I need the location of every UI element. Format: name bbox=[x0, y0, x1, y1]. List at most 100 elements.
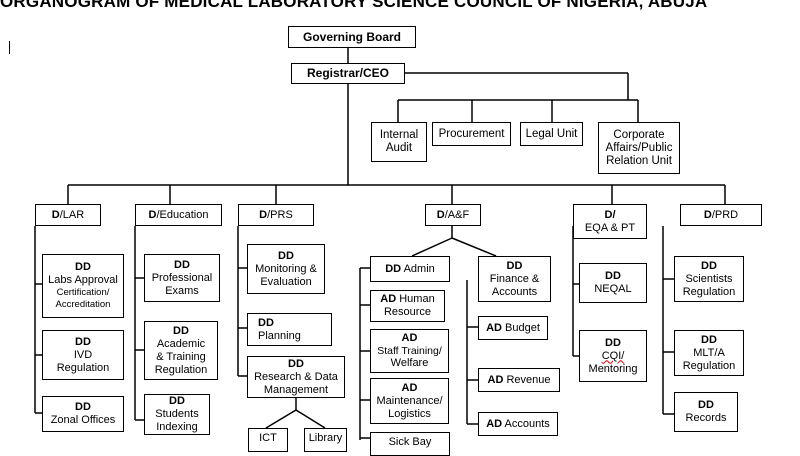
connector bbox=[451, 237, 497, 257]
ad-line: Maintenance/ bbox=[376, 394, 443, 407]
page-title: ORGANOGRAM OF MEDICAL LABORATORY SCIENCE… bbox=[0, 0, 708, 11]
dept-prefix: D bbox=[703, 208, 712, 221]
text-cursor bbox=[9, 41, 10, 54]
dd-line: Regulation bbox=[682, 285, 736, 298]
connector-lines bbox=[34, 48, 726, 440]
dd-line: Scientists bbox=[685, 272, 733, 285]
dd-head: DD bbox=[385, 262, 402, 275]
dept-suffix: /A&F bbox=[444, 208, 470, 221]
dd-line: Certification/ bbox=[56, 287, 110, 298]
unit-legal: Legal Unit bbox=[520, 122, 583, 146]
dd-head: DD bbox=[75, 401, 91, 413]
ad-head: AD bbox=[486, 417, 503, 430]
dd-neqal: DD NEQAL bbox=[579, 263, 647, 303]
ad-head: AD bbox=[401, 381, 418, 394]
dd-line: Zonal Offices bbox=[50, 414, 116, 426]
connector bbox=[295, 409, 326, 429]
dd-head: DD bbox=[75, 261, 91, 273]
dept-prefix: D/ bbox=[604, 208, 616, 221]
sick-bay: Sick Bay bbox=[370, 432, 450, 456]
dept-suffix: /PRS bbox=[267, 208, 293, 221]
dd-line: Admin bbox=[401, 262, 435, 275]
dept-af: D/A&F bbox=[425, 204, 481, 226]
dd-line: Exams bbox=[165, 284, 199, 297]
dd-line: Research & Data bbox=[254, 370, 338, 383]
dd-admin: DD Admin bbox=[370, 256, 450, 282]
dd-professional-exams: DD Professional Exams bbox=[144, 254, 220, 302]
dept-suffix: /LAR bbox=[59, 208, 85, 221]
dd-records: DD Records bbox=[674, 392, 738, 432]
unit-label: Legal Unit bbox=[525, 127, 578, 140]
dd-research-data: DD Research & Data Management bbox=[247, 356, 345, 398]
dd-line: Records bbox=[685, 412, 727, 424]
dd-line: Students bbox=[155, 408, 199, 420]
unit-label: Procurement bbox=[438, 127, 505, 140]
dd-ivd-regulation: DD IVD Regulation bbox=[42, 330, 124, 380]
ad-head: AD bbox=[401, 332, 418, 344]
dd-line: Professional bbox=[151, 271, 213, 284]
dd-line: Finance & bbox=[489, 272, 540, 285]
dd-line: Planning bbox=[258, 329, 301, 342]
dd-head: DD bbox=[701, 259, 717, 272]
dd-monitoring-evaluation: DD Monitoring & Evaluation bbox=[247, 244, 325, 294]
dd-line: Regulation bbox=[682, 359, 736, 372]
dd-line: IVD bbox=[73, 348, 93, 361]
dd-line: Accounts bbox=[491, 285, 538, 298]
dept-prefix: D bbox=[259, 208, 268, 221]
unit-procurement: Procurement bbox=[432, 122, 511, 146]
governing-board-box: Governing Board bbox=[288, 26, 416, 48]
dd-head: DD bbox=[605, 336, 621, 349]
connector bbox=[265, 409, 297, 429]
dd-line: MLT/A bbox=[693, 346, 725, 359]
ad-head: AD bbox=[487, 373, 504, 386]
ad-line: Staff Training/ bbox=[377, 345, 442, 357]
dept-suffix: /PRD bbox=[711, 208, 739, 221]
dd-line: Evaluation bbox=[260, 275, 312, 288]
dd-labs-approval: DD Labs Approval Certification/ Accredit… bbox=[42, 254, 124, 318]
dd-head: DD bbox=[605, 270, 621, 282]
ad-head: AD bbox=[486, 321, 502, 334]
dd-planning: DD Planning bbox=[247, 313, 332, 346]
sub-label: Library bbox=[308, 432, 343, 444]
ad-line: Budget bbox=[501, 321, 540, 334]
sub-ict: ICT bbox=[248, 428, 288, 452]
dd-zonal-offices: DD Zonal Offices bbox=[42, 396, 124, 432]
dept-suffix: /Education bbox=[156, 208, 209, 221]
ad-line: Resource bbox=[383, 306, 432, 318]
ad-line: Welfare bbox=[390, 357, 429, 369]
dept-prefix: D bbox=[436, 208, 445, 221]
dd-line: Monitoring & bbox=[255, 262, 317, 275]
sub-label: ICT bbox=[259, 432, 277, 444]
dd-line: Academic bbox=[156, 337, 206, 350]
unit-internal-audit: Internal Audit bbox=[371, 122, 427, 162]
ad-line: Logistics bbox=[388, 407, 431, 420]
dd-line: CQI/ bbox=[601, 349, 625, 362]
dd-scientists-regulation: DD Scientists Regulation bbox=[674, 256, 744, 302]
dept-prefix: D bbox=[148, 208, 157, 221]
registrar-ceo-box: Registrar/CEO bbox=[291, 63, 405, 84]
dd-line: Regulation bbox=[154, 363, 208, 376]
dept-education: D/Education bbox=[135, 204, 222, 226]
dept-lar: D/LAR bbox=[35, 204, 101, 226]
dd-line: Accreditation bbox=[55, 299, 111, 310]
ad-line: Sick Bay bbox=[388, 436, 432, 448]
ad-accounts: AD Accounts bbox=[478, 412, 558, 436]
ad-human-resource: AD Human Resource bbox=[370, 290, 445, 322]
dd-line: & Training bbox=[156, 350, 206, 363]
dept-suffix: EQA & PT bbox=[584, 221, 636, 234]
dd-head: DD bbox=[173, 324, 189, 337]
dd-academic-training: DD Academic & Training Regulation bbox=[144, 321, 218, 380]
dd-line: Management bbox=[263, 383, 329, 396]
dd-head: DD bbox=[169, 395, 185, 407]
dd-line: Regulation bbox=[56, 361, 110, 374]
ad-staff-training: AD Staff Training/ Welfare bbox=[370, 329, 449, 373]
dd-head: DD bbox=[258, 316, 274, 329]
dd-line: NEQAL bbox=[594, 283, 632, 295]
dd-line: Labs Approval bbox=[48, 274, 118, 286]
dd-head: DD bbox=[174, 258, 190, 271]
unit-corporate-affairs: Corporate Affairs/Public Relation Unit bbox=[598, 122, 680, 174]
dd-finance-accounts: DD Finance & Accounts bbox=[478, 256, 551, 302]
ad-line: Revenue bbox=[503, 373, 551, 386]
unit-label: Corporate Affairs/Public Relation Unit bbox=[605, 128, 673, 167]
dept-eqa-pt: D/ EQA & PT bbox=[573, 204, 647, 239]
